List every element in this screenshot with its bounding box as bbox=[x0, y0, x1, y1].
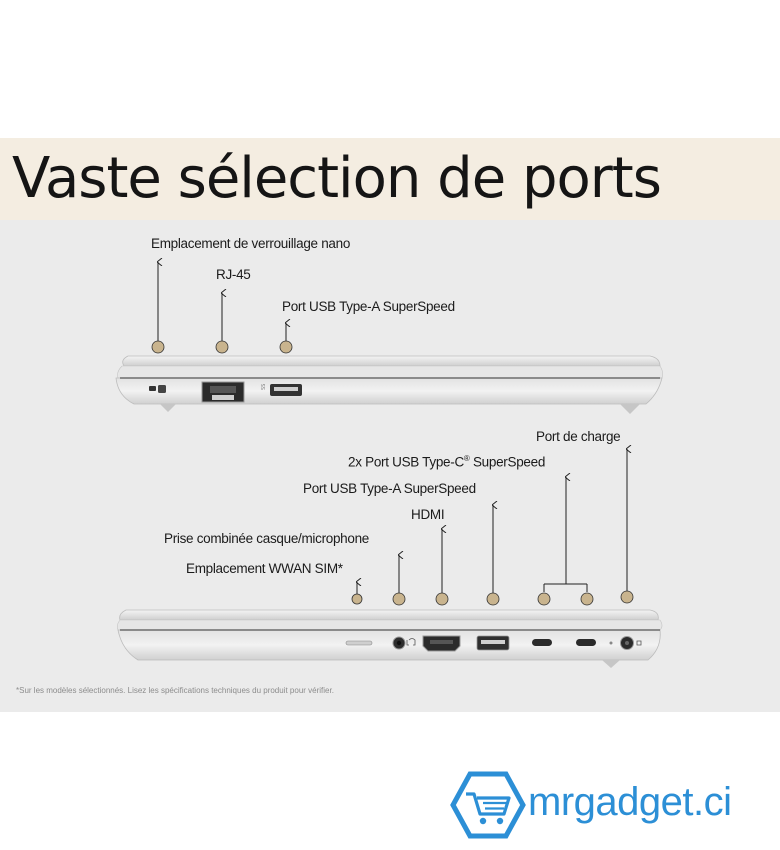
usb-c-port-2 bbox=[576, 639, 596, 646]
bottom-callouts bbox=[351, 449, 634, 606]
label-usb-c-superspeed: SuperSpeed bbox=[472, 454, 546, 470]
page-title: Vaste sélection de ports bbox=[12, 146, 662, 211]
label-nano-lock-slot: Emplacement de verrouillage nano bbox=[151, 236, 351, 251]
title-banner: Vaste sélection de ports bbox=[0, 138, 780, 220]
charge-led bbox=[609, 641, 613, 645]
label-wwan-sim: Emplacement WWAN SIM* bbox=[186, 561, 343, 576]
brand-name: mrgadget.ci bbox=[528, 780, 732, 824]
callout-dot-usb-c-2 bbox=[580, 592, 594, 606]
footnote: *Sur les modèles sélectionnés. Lisez les… bbox=[16, 686, 334, 695]
callout-dot-rj45 bbox=[215, 340, 229, 354]
label-hdmi: HDMI bbox=[411, 507, 445, 522]
callout-dot-audio bbox=[392, 592, 406, 606]
usb-c-port-1 bbox=[532, 639, 552, 646]
nano-lock-slot-icon bbox=[149, 386, 156, 391]
laptop-right-side bbox=[117, 609, 663, 668]
registered-mark: ® bbox=[463, 454, 470, 463]
label-usb-a-bottom: Port USB Type-A SuperSpeed bbox=[303, 481, 476, 496]
svg-text:SS: SS bbox=[261, 384, 267, 390]
callout-dot-usb-c-1 bbox=[537, 592, 551, 606]
top-callouts bbox=[151, 262, 293, 354]
label-usb-c: 2x Port USB Type-C® SuperSpeed bbox=[348, 454, 545, 470]
wwan-sim-slot bbox=[345, 640, 373, 646]
callout-dot-usb-a-bottom bbox=[486, 592, 500, 606]
label-rj45: RJ-45 bbox=[216, 267, 251, 282]
label-usb-a-top: Port USB Type-A SuperSpeed bbox=[282, 299, 455, 314]
headset-icon bbox=[406, 638, 416, 646]
callout-dot-sim bbox=[351, 593, 363, 605]
brand-logo[interactable]: mrgadget.ci bbox=[450, 770, 760, 840]
nano-lock-slot bbox=[158, 385, 166, 393]
callout-dot-usb-a-top bbox=[279, 340, 293, 354]
label-usb-c-text: 2x Port USB Type-C bbox=[348, 454, 464, 470]
label-audio-jack: Prise combinée casque/microphone bbox=[164, 531, 370, 546]
shopping-cart-icon bbox=[450, 771, 526, 839]
power-icon bbox=[636, 640, 642, 646]
label-charging-port: Port de charge bbox=[536, 429, 621, 444]
laptop-left-side: SS bbox=[115, 355, 663, 414]
callout-dot-nano-lock bbox=[151, 340, 165, 354]
callout-dot-charging bbox=[620, 590, 634, 604]
callout-dot-hdmi bbox=[435, 592, 449, 606]
